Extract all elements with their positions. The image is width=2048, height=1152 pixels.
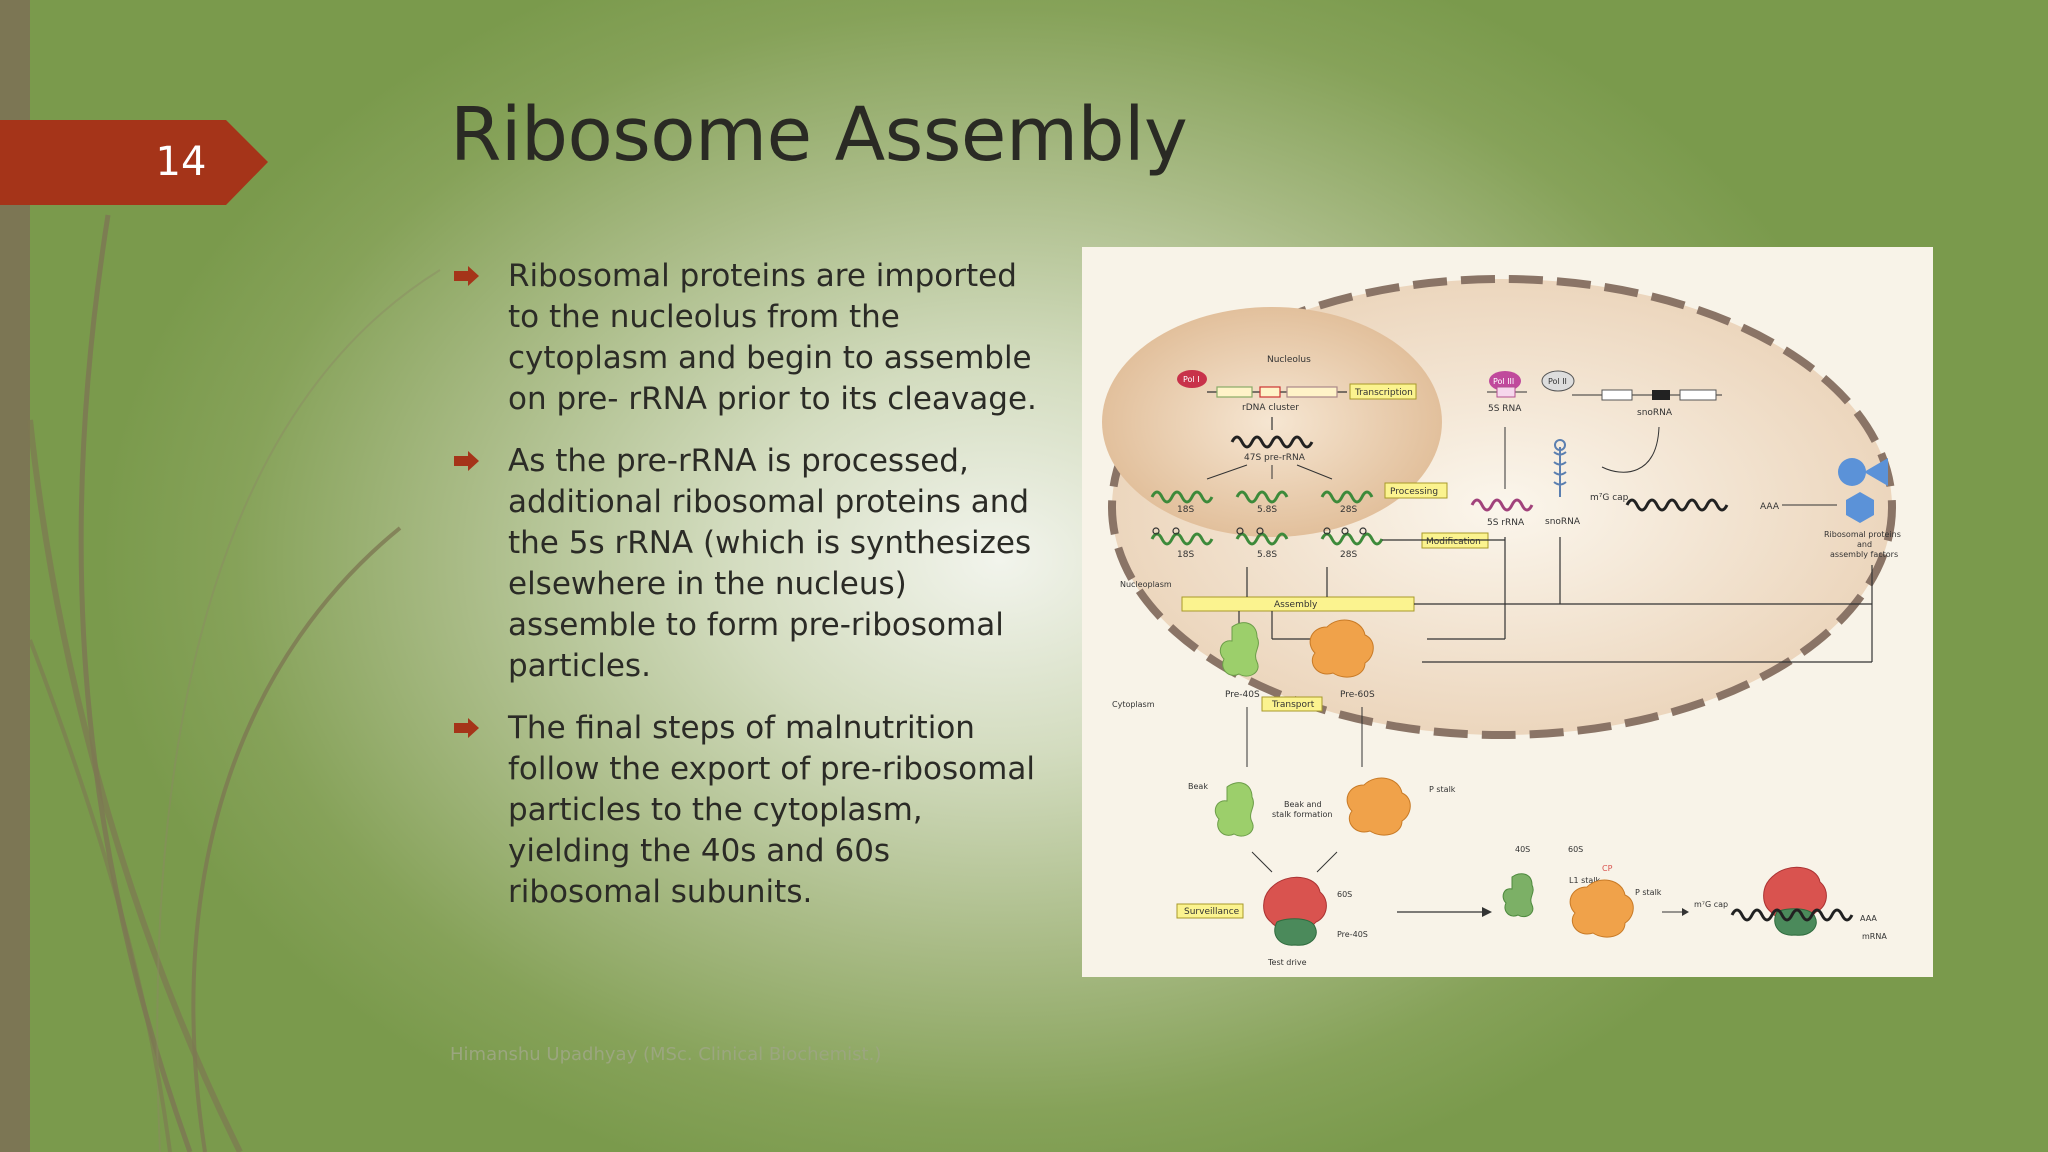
pre-rrna-strand xyxy=(1230,435,1314,449)
label-47s: 47S pre-rRNA xyxy=(1244,453,1306,463)
label-rdna-cluster: rDNA cluster xyxy=(1242,403,1299,413)
label-snorna-gene: snoRNA xyxy=(1637,408,1673,418)
label-aaa-b: AAA xyxy=(1860,914,1877,923)
label-beak-stalk-2: stalk formation xyxy=(1272,810,1332,819)
pol2-icon xyxy=(1541,370,1575,392)
label-18s: 18S xyxy=(1177,505,1194,515)
p-stalk-60s-particle xyxy=(1346,777,1411,836)
bullet-item: Ribosomal proteins are imported to the n… xyxy=(450,256,1050,420)
label-pre-40s: Pre-40S xyxy=(1225,690,1260,700)
surveillance-60s xyxy=(1263,876,1327,931)
label-nucleoplasm: Nucleoplasm xyxy=(1120,580,1172,589)
label-40s: 40S xyxy=(1515,845,1530,854)
pre-60s-particle xyxy=(1309,619,1374,678)
snorna-hairpin xyxy=(1553,447,1567,497)
label-beak-stalk-1: Beak and xyxy=(1284,800,1322,809)
label-5s-rna-gene: 5S RNA xyxy=(1488,404,1522,414)
surveillance-40s xyxy=(1274,918,1317,946)
slide-number: 14 xyxy=(155,139,207,185)
label-pre-60s: Pre-60S xyxy=(1340,690,1375,700)
label-pol2: Pol II xyxy=(1548,377,1567,386)
label-ribosomal-proteins-3: assembly factors xyxy=(1830,550,1898,559)
label-m7g-cap-b: m⁷G cap xyxy=(1694,900,1728,909)
label-transport: Transport xyxy=(1271,700,1315,710)
bullet-text: As the pre-rRNA is processed, additional… xyxy=(508,443,1032,684)
pre-40s-particle xyxy=(1219,622,1259,677)
label-assembly: Assembly xyxy=(1274,600,1318,610)
ribosomal-protein-circle xyxy=(1838,458,1866,486)
label-l1-stalk: L1 stalk xyxy=(1569,876,1601,885)
label-surveillance: Surveillance xyxy=(1184,907,1240,917)
label-transcription: Transcription xyxy=(1354,388,1413,398)
label-m7g-cap: m⁷G cap xyxy=(1590,493,1629,503)
label-ribosomal-proteins-2: and xyxy=(1857,540,1872,549)
slide-number-tab: 14 xyxy=(0,120,268,205)
label-processing: Processing xyxy=(1390,487,1438,497)
label-60s-a: 60S xyxy=(1337,890,1352,899)
decorative-swooshes xyxy=(27,214,441,1152)
footer-author: Himanshu Upadhyay (MSc. Clinical Biochem… xyxy=(450,1044,882,1065)
label-mrna: mRNA xyxy=(1862,932,1887,941)
label-ribosomal-proteins-1: Ribosomal proteins xyxy=(1824,530,1901,539)
label-18s-mod: 18S xyxy=(1177,550,1194,560)
label-nucleolus: Nucleolus xyxy=(1267,355,1311,365)
label-pol3: Pol III xyxy=(1493,377,1514,386)
label-p-stalk-b: P stalk xyxy=(1635,888,1662,897)
arrow-bullet-icon xyxy=(454,451,479,471)
label-60s-b: 60S xyxy=(1568,845,1583,854)
label-28s-mod: 28S xyxy=(1340,550,1357,560)
mature-60s-particle xyxy=(1569,879,1634,938)
bullet-item: As the pre-rRNA is processed, additional… xyxy=(450,441,1050,687)
arrow-bullet-icon xyxy=(454,266,479,286)
mrna-strand xyxy=(1625,498,1729,512)
slide-title: Ribosome Assembly xyxy=(450,92,1188,178)
label-cp: CP xyxy=(1602,864,1613,873)
pol1-icon xyxy=(1177,370,1207,388)
beak-40s-particle xyxy=(1214,782,1254,837)
bullet-item: The final steps of malnutrition follow t… xyxy=(450,708,1050,913)
bullet-list: Ribosomal proteins are imported to the n… xyxy=(450,256,1050,934)
arrow-bullet-icon xyxy=(454,718,479,738)
label-test-drive: Test drive xyxy=(1267,958,1307,967)
label-28s: 28S xyxy=(1340,505,1357,515)
label-snorna: snoRNA xyxy=(1545,517,1581,527)
bullet-text: Ribosomal proteins are imported to the n… xyxy=(508,258,1037,417)
label-58s: 5.8S xyxy=(1257,505,1277,515)
label-cytoplasm: Cytoplasm xyxy=(1112,700,1155,709)
mature-40s-particle xyxy=(1502,873,1534,918)
label-aaa: AAA xyxy=(1760,502,1780,512)
label-modification: Modification xyxy=(1426,537,1481,547)
label-beak: Beak xyxy=(1188,782,1208,791)
bullet-text: The final steps of malnutrition follow t… xyxy=(508,710,1035,910)
translating-60s xyxy=(1763,866,1827,921)
label-pol1: Pol I xyxy=(1183,375,1200,384)
ribosome-assembly-diagram: Nucleolus Pol I rDNA cluster Transcripti… xyxy=(1082,247,1933,977)
label-58s-mod: 5.8S xyxy=(1257,550,1277,560)
translated-mrna xyxy=(1730,908,1854,922)
pol3-icon xyxy=(1489,371,1521,391)
label-pre-40s-b: Pre-40S xyxy=(1337,930,1368,939)
label-p-stalk: P stalk xyxy=(1429,785,1456,794)
label-5s-rrna: 5S rRNA xyxy=(1487,518,1525,528)
